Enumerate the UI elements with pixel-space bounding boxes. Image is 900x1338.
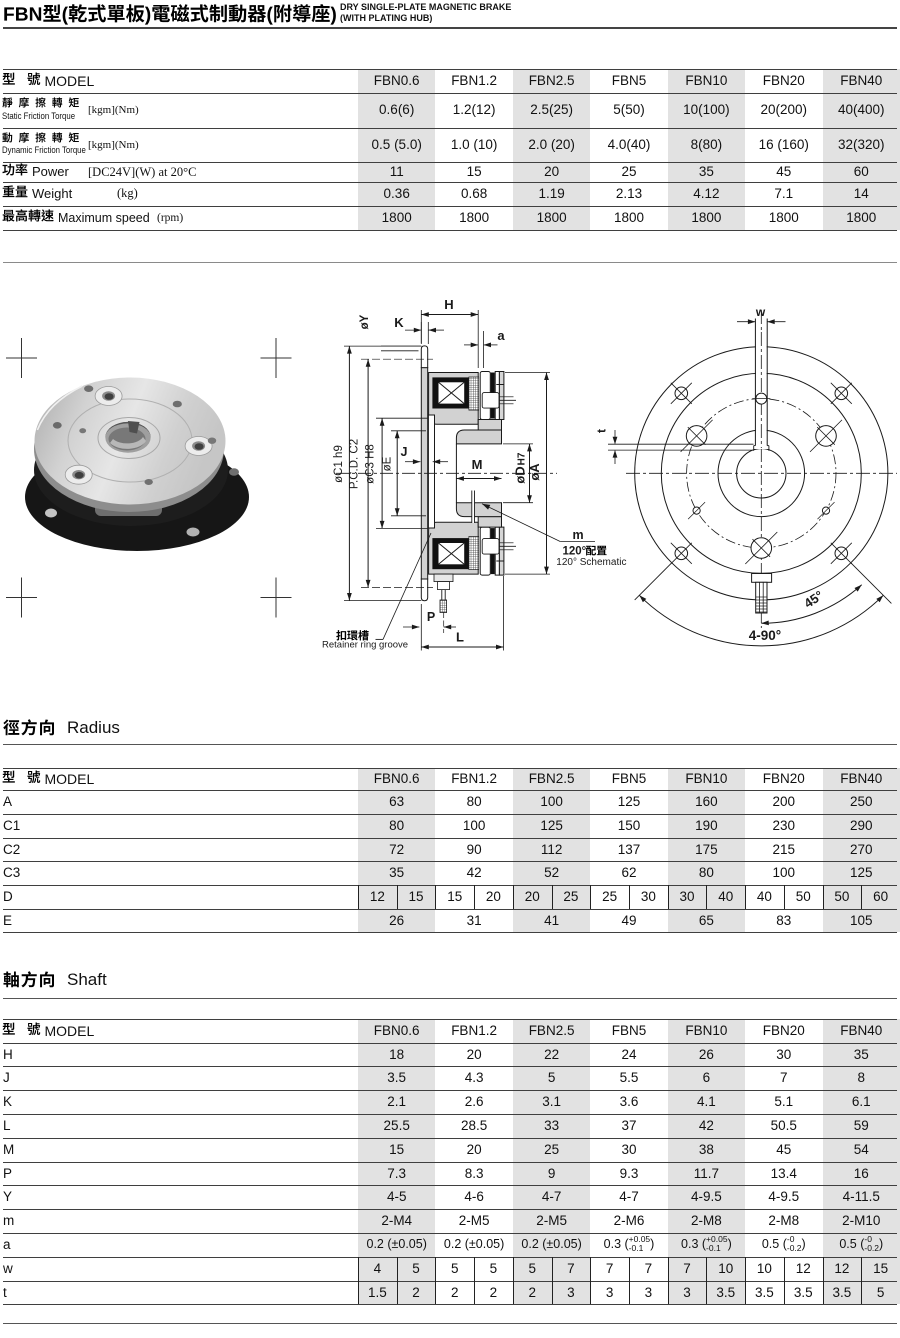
svg-text:w: w <box>755 305 766 319</box>
svg-text:øA: øA <box>527 463 542 481</box>
svg-text:L: L <box>456 630 464 645</box>
svg-text:P: P <box>427 610 435 624</box>
svg-text:øY: øY <box>359 314 371 329</box>
svg-text:Retainer ring groove: Retainer ring groove <box>322 640 408 651</box>
svg-text:M: M <box>472 457 483 472</box>
svg-text:120°: 120° <box>563 546 587 558</box>
svg-text:K: K <box>394 315 404 330</box>
svg-text:øC3 H8: øC3 H8 <box>365 444 377 484</box>
svg-text:H7: H7 <box>517 452 528 465</box>
svg-text:øC1 h9: øC1 h9 <box>333 445 345 483</box>
svg-text:m: m <box>572 528 583 542</box>
svg-text:120° Schematic: 120° Schematic <box>556 557 626 568</box>
svg-text:P.C.D. C2: P.C.D. C2 <box>349 439 361 489</box>
svg-text:45°: 45° <box>801 588 826 611</box>
svg-text:a: a <box>497 328 505 343</box>
svg-text:øD: øD <box>513 466 528 483</box>
svg-text:J: J <box>401 445 408 459</box>
svg-text:H: H <box>444 297 453 312</box>
svg-text:t: t <box>595 429 609 433</box>
svg-text:øE: øE <box>382 456 394 471</box>
svg-text:4-90°: 4-90° <box>749 628 781 643</box>
